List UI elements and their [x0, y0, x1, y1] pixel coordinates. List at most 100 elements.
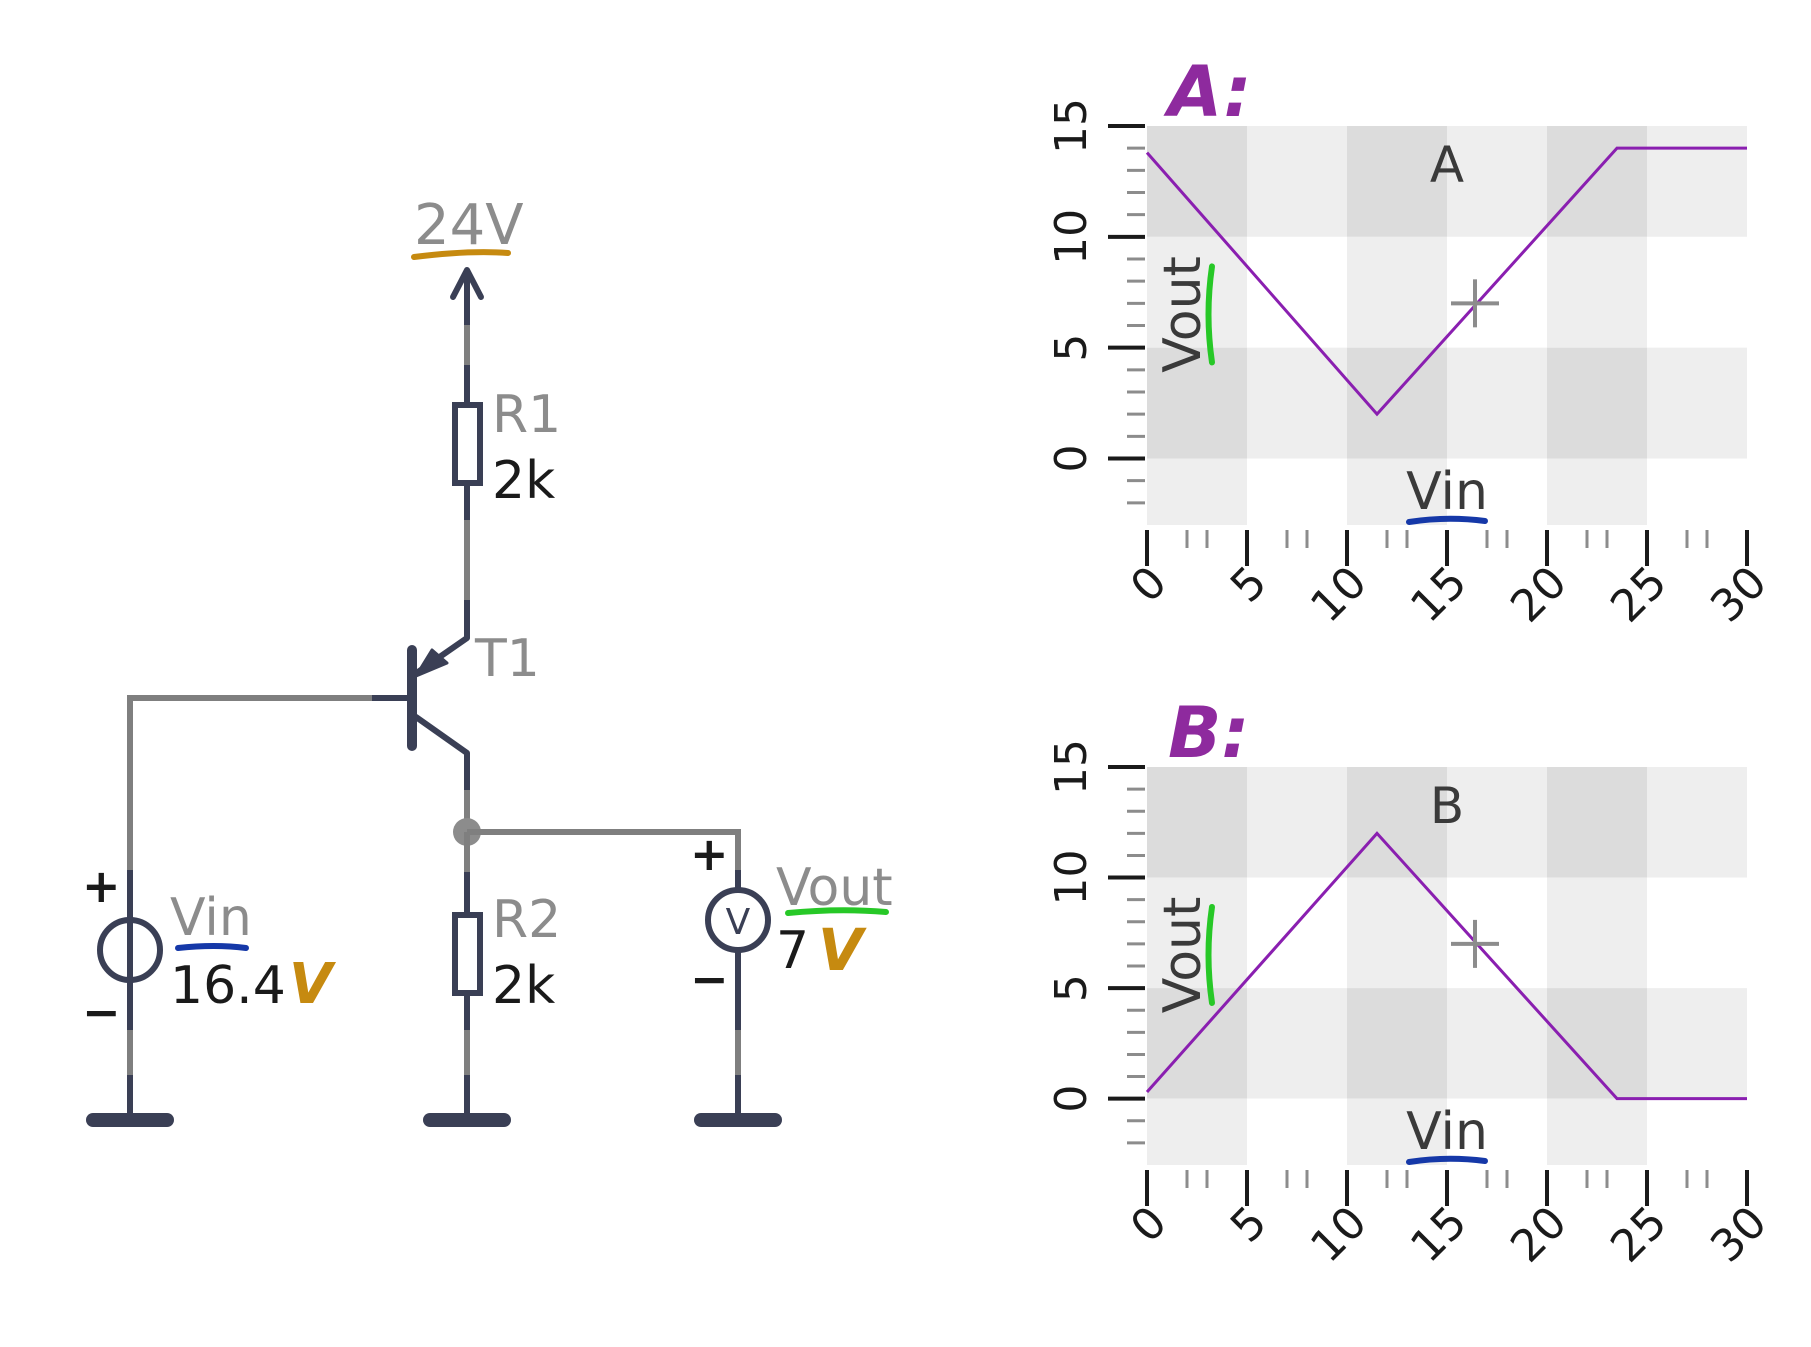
chart-b-series-line [1145, 831, 1747, 1101]
chart-a-grid-cell [1447, 126, 1547, 237]
chart-a-xlabel-underline [1406, 515, 1488, 525]
chart-b-ytick-label: 10 [1046, 850, 1097, 906]
voltmeter-symbol: V [726, 902, 751, 943]
r1-name-label: R1 [492, 385, 561, 445]
vout-minus-sign: − [690, 952, 729, 1006]
chart-a-grid-cell [1647, 126, 1747, 237]
vin-unit-label: V [289, 952, 337, 1017]
chart-b-xtick-label: 15 [1401, 1197, 1477, 1273]
chart-a-grid-cell [1447, 236, 1547, 348]
chart-a-grid-cell [1447, 347, 1547, 459]
vin-value-label: 16.4 [170, 956, 286, 1016]
chart-a-grid-cell [1247, 126, 1347, 237]
chart-b-grid-cell [1147, 988, 1247, 1099]
chart-a-grid-cell [1347, 347, 1447, 459]
chart-b-grid-cell [1247, 767, 1347, 878]
vin-name-label: Vin [170, 888, 252, 948]
chart-a-ylabel: Vout [1153, 256, 1213, 373]
chart-a-grid-cell [1247, 347, 1347, 459]
chart-b-background [1147, 767, 1747, 1165]
wire-node-vout [467, 829, 741, 870]
chart-a-axes [1108, 124, 1749, 566]
chart-a-grid-cell [1647, 236, 1747, 348]
chart-a-xtick-label: 25 [1601, 557, 1677, 633]
chart-a-ytick-label: 10 [1046, 209, 1097, 265]
chart-a-grid-cell [1447, 458, 1547, 525]
t1-emitter-arrow-icon [414, 648, 449, 678]
chart-b-grid-cell [1447, 767, 1547, 878]
chart-a-grid-cell [1247, 458, 1347, 525]
chart-a-ylabel-underline [1205, 263, 1215, 366]
chart-a-grid-cell [1547, 236, 1647, 348]
chart-b-grid-cell [1547, 1098, 1647, 1165]
vin-plus-sign: + [82, 859, 121, 913]
chart-b-xtick-label: 10 [1301, 1197, 1377, 1273]
chart-a-handwritten-label: A: [1163, 51, 1251, 133]
r2-name-label: R2 [492, 890, 561, 950]
chart-a-xtick-label: 0 [1121, 557, 1177, 613]
chart-b-grid-cell [1147, 877, 1247, 989]
chart-a-grid-cell [1547, 347, 1647, 459]
wire-base-vin [127, 695, 372, 870]
chart-a-title: A [1430, 136, 1464, 194]
supply-underline [411, 249, 511, 260]
supply-voltage-label: 24V [414, 193, 524, 258]
vout-value-label: 7 [776, 921, 809, 981]
chart-b-handwritten-label: B: [1168, 692, 1249, 774]
chart-b-grid-cell [1447, 1098, 1547, 1165]
r1-value-label: 2k [492, 451, 555, 511]
chart-b-grid-cell [1647, 877, 1747, 989]
chart-b-ytick-label: 0 [1046, 1085, 1097, 1113]
vout-unit-label: V [818, 916, 867, 984]
chart-b-grid-cell [1547, 767, 1647, 878]
chart-b-ytick-label: 15 [1046, 739, 1097, 795]
chart-b-ylabel-underline [1205, 903, 1215, 1006]
t1-name-label: T1 [474, 629, 540, 689]
chart-b-grid-cell [1147, 1098, 1247, 1165]
chart-a-xtick-label: 20 [1501, 557, 1577, 633]
chart-a-grid-cell [1347, 236, 1447, 348]
chart-a-ytick-label: 0 [1046, 445, 1097, 473]
chart-a-grid-cell [1247, 236, 1347, 348]
chart-b-grid-cell [1447, 877, 1547, 989]
chart-a-grid-cell [1147, 236, 1247, 348]
r2-resistor-icon [452, 912, 483, 996]
chart-b-ylabel: Vout [1153, 897, 1213, 1014]
chart-a-xlabel: Vin [1406, 462, 1488, 522]
t1-collector-line [413, 714, 470, 756]
chart-b-grid-cell [1247, 988, 1347, 1099]
chart-b-grid-cell [1147, 767, 1247, 878]
chart-b-ytick-label: 5 [1046, 974, 1097, 1002]
chart-a-xtick-label: 15 [1401, 557, 1477, 633]
chart-b-xtick-label: 0 [1121, 1197, 1177, 1253]
vin-minus-sign: − [82, 985, 121, 1039]
chart-a-grid-cell [1347, 126, 1447, 237]
chart-b-grid-cell [1447, 988, 1547, 1099]
chart-b-xtick-label: 5 [1221, 1197, 1277, 1253]
chart-b-grid-cell [1547, 988, 1647, 1099]
chart-b-xtick-label: 30 [1701, 1197, 1777, 1273]
chart-b-grid-cell [1647, 767, 1747, 878]
chart-b-xlabel-underline [1406, 1155, 1488, 1165]
chart-a-xtick-label: 10 [1301, 557, 1377, 633]
chart-a-grid-cell [1647, 458, 1747, 525]
chart-a-xtick-label: 5 [1221, 557, 1277, 613]
chart-a-ytick-label: 15 [1046, 98, 1097, 154]
vout-plus-sign: + [690, 827, 729, 881]
chart-b-axes [1108, 765, 1749, 1206]
chart-a-plot-line [1145, 146, 1747, 417]
chart-b-plot-line [1145, 831, 1747, 1101]
chart-a-xtick-label: 30 [1701, 557, 1777, 633]
chart-b-grid-cell [1247, 1098, 1347, 1165]
chart-a-grid-cell [1547, 458, 1647, 525]
chart-a-grid-cell [1347, 458, 1447, 525]
chart-a-background [1147, 126, 1747, 525]
chart-b-grid-cell [1347, 988, 1447, 1099]
vin-underline [175, 943, 249, 951]
chart-a-grid-cell [1147, 347, 1247, 459]
vout-underline [785, 907, 889, 916]
chart-b-grid-cell [1647, 988, 1747, 1099]
r1-resistor-icon [452, 402, 483, 486]
